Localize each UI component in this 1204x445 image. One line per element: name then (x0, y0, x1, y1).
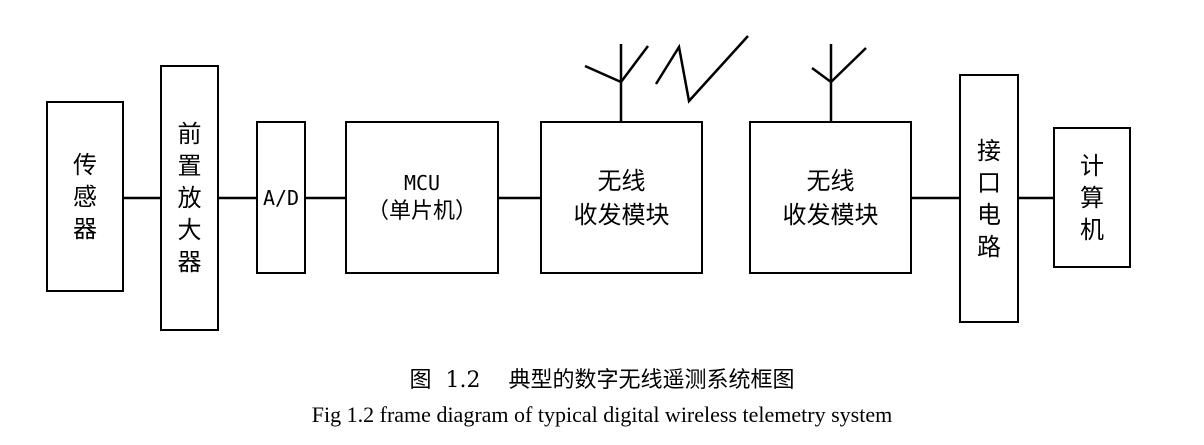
mcu-sublabel: （单片机） (366, 198, 477, 224)
caption-english: Fig 1.2 frame diagram of typical digital… (311, 402, 893, 427)
interface-label: 接口电路 (977, 136, 1001, 261)
preamp-label: 前置放大器 (177, 120, 202, 276)
radio-tx-block: 无线 收发模块 (540, 121, 703, 274)
sensor-block: 传感器 (46, 101, 124, 292)
radio-rx-label: 无线 收发模块 (782, 166, 879, 229)
mcu-label: MCU (403, 170, 441, 195)
radio-rx-block: 无线 收发模块 (749, 121, 912, 274)
antenna-right-icon (811, 44, 867, 121)
ad-block: A/D (256, 121, 306, 274)
computer-label: 计算机 (1080, 151, 1104, 244)
radio-tx-label: 无线 收发模块 (573, 166, 670, 229)
interface-block: 接口电路 (959, 74, 1019, 323)
mcu-block: MCU （单片机） (345, 121, 499, 274)
preamp-block: 前置放大器 (160, 65, 219, 331)
antenna-left-icon (584, 44, 649, 121)
wireless-signal-icon (654, 35, 749, 104)
caption-chinese: 图 1.2 典型的数字无线遥测系统框图 (409, 368, 795, 393)
ad-label: A/D (262, 185, 300, 210)
sensor-label: 传感器 (73, 150, 97, 243)
computer-block: 计算机 (1053, 127, 1131, 268)
